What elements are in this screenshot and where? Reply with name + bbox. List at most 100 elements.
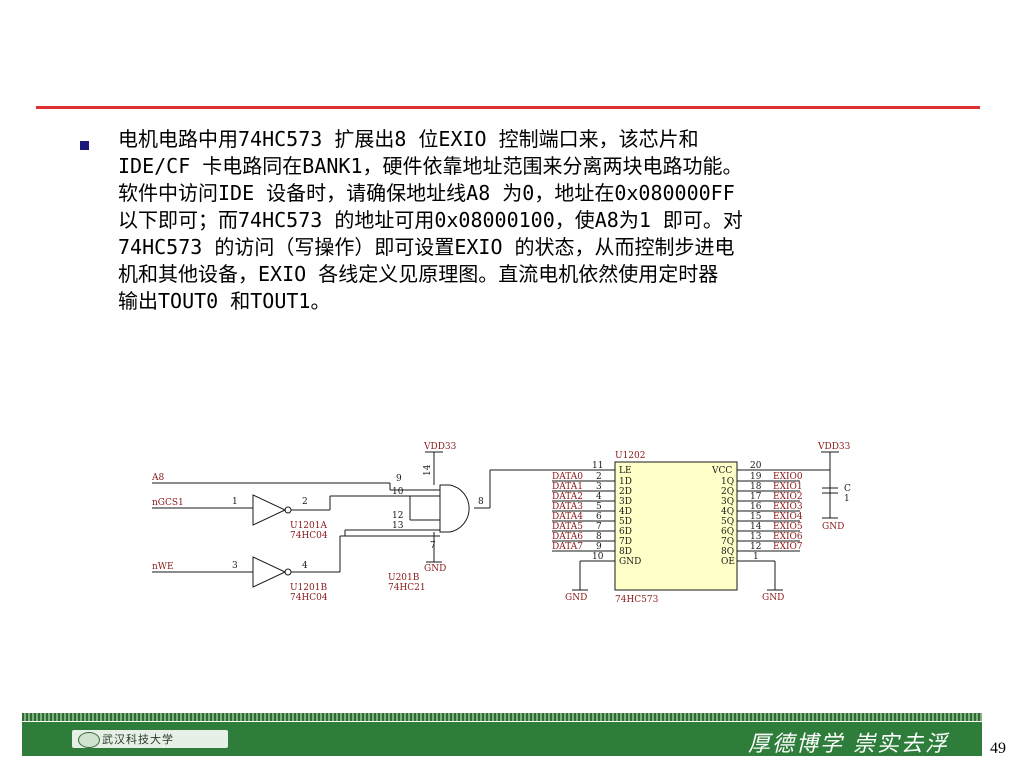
- chip-left-pins: LE 1D 2D 3D 4D 5D 6D 7D 8D GND: [619, 466, 641, 567]
- net-exio5: EXIO5: [773, 522, 803, 532]
- chip-num-14: 14: [750, 522, 762, 532]
- chip-num-15: 15: [750, 512, 762, 522]
- vdd-label-right: VDD33: [817, 442, 851, 452]
- chip-num-13: 13: [750, 532, 762, 542]
- chip-num-8: 8: [596, 532, 602, 542]
- chip-right-pins: VCC 1Q 2Q 3Q 4Q 5Q 6Q 7Q 8Q OE: [711, 466, 735, 567]
- net-exio2: EXIO2: [773, 492, 803, 502]
- chip-num-18: 18: [750, 482, 762, 492]
- net-data1: DATA1: [552, 482, 583, 492]
- nand-pin-7: 7: [430, 541, 436, 551]
- chip-num-20: 20: [750, 461, 762, 471]
- chip-num-9: 9: [596, 542, 602, 552]
- chip-num-11: 11: [592, 461, 603, 471]
- net-label-nwe: nWE: [152, 562, 174, 572]
- schematic-diagram: A8 nGCS1 nWE VDD33 GND VDD33 GND GND GND…: [151, 442, 851, 605]
- net-data5: DATA5: [552, 522, 583, 532]
- net-exio6: EXIO6: [773, 532, 803, 542]
- title-divider: [36, 106, 980, 109]
- nand-pin-13: 13: [392, 521, 404, 531]
- bullet-icon: [80, 141, 89, 150]
- chip-num-19: 19: [750, 472, 762, 482]
- chip-pin-4q: 4Q: [721, 507, 734, 517]
- chip-pin-7d: 7D: [619, 537, 632, 547]
- chip-num-10: 10: [592, 552, 604, 562]
- chip-pin-3q: 3Q: [721, 497, 734, 507]
- chip-pin-oe: OE: [721, 557, 735, 567]
- chip-pin-3d: 3D: [619, 497, 632, 507]
- chip-pin-7q: 7Q: [721, 537, 734, 547]
- gnd-label-chip-right: GND: [762, 593, 784, 603]
- chip-left-numbers: 11 2 3 4 5 6 7 8 9 10: [592, 461, 604, 562]
- net-label-ngcs1: nGCS1: [152, 498, 184, 508]
- nand-pin-14: 14: [423, 464, 433, 476]
- chip-num-6: 6: [596, 512, 602, 522]
- net-exio3: EXIO3: [773, 502, 803, 512]
- net-data7: DATA7: [552, 542, 583, 552]
- chip-pin-6q: 6Q: [721, 527, 734, 537]
- inv-a-label: U1201A: [290, 521, 327, 531]
- chip-pin-5q: 5Q: [721, 517, 734, 527]
- inv-a-out-pin: 2: [302, 497, 308, 507]
- cap-value: 1: [844, 494, 850, 504]
- chip-part: 74HC573: [615, 595, 659, 605]
- chip-num-3: 3: [596, 482, 602, 492]
- chip-num-5: 5: [596, 502, 602, 512]
- chip-label: U1202: [615, 451, 646, 461]
- chip-num-16: 16: [750, 502, 762, 512]
- chip-num-7: 7: [596, 522, 602, 532]
- university-emblem-icon: [78, 732, 100, 748]
- chip-right-numbers: 20 19 18 17 16 15 14 13 12 1: [750, 461, 762, 562]
- chip-pin-1q: 1Q: [721, 477, 734, 487]
- chip-num-12: 12: [750, 542, 761, 552]
- chip-pin-le: LE: [619, 466, 632, 476]
- nand-label: U201B: [388, 573, 420, 583]
- nand-pin-9: 9: [396, 474, 402, 484]
- data-net-labels: DATA0 DATA1 DATA2 DATA3 DATA4 DATA5 DATA…: [552, 472, 583, 552]
- net-data0: DATA0: [552, 472, 583, 482]
- nand-part: 74HC21: [388, 583, 426, 593]
- nand-pin-12: 12: [392, 511, 403, 521]
- inv-b-part: 74HC04: [290, 593, 328, 603]
- vdd-label-left: VDD33: [423, 442, 457, 452]
- body-paragraph: 电机电路中用74HC573 扩展出8 位EXIO 控制端口来，该芯片和 IDE/…: [118, 127, 743, 313]
- chip-pin-8q: 8Q: [721, 547, 734, 557]
- chip-num-1: 1: [753, 552, 759, 562]
- nand-pin-8: 8: [478, 497, 484, 507]
- gnd-label-nand: GND: [424, 564, 446, 574]
- exio-net-labels: EXIO0 EXIO1 EXIO2 EXIO3 EXIO4 EXIO5 EXIO…: [773, 472, 803, 552]
- inv-b-out-pin: 4: [302, 561, 308, 571]
- chip-num-17: 17: [750, 492, 762, 502]
- inv-b-in-pin: 3: [232, 561, 238, 571]
- chip-pin-2q: 2Q: [721, 487, 734, 497]
- net-exio0: EXIO0: [773, 472, 803, 482]
- net-data2: DATA2: [552, 492, 583, 502]
- net-exio1: EXIO1: [773, 482, 803, 492]
- page-number: 49: [990, 740, 1006, 757]
- chip-pin-4d: 4D: [619, 507, 632, 517]
- net-exio7: EXIO7: [773, 542, 803, 552]
- chip-pin-8d: 8D: [619, 547, 632, 557]
- chip-pin-6d: 6D: [619, 527, 632, 537]
- university-logo: [72, 730, 228, 748]
- gnd-label-cap: GND: [822, 522, 844, 532]
- chip-num-4: 4: [596, 492, 602, 502]
- inv-a-part: 74HC04: [290, 531, 328, 541]
- chip-pin-2d: 2D: [619, 487, 632, 497]
- inv-b-label: U1201B: [290, 583, 327, 593]
- cap-label: C: [844, 484, 851, 494]
- footer-stripe: [22, 713, 982, 721]
- inv-a-in-pin: 1: [232, 497, 238, 507]
- net-data6: DATA6: [552, 532, 583, 542]
- chip-pin-gnd: GND: [619, 557, 641, 567]
- chip-pin-5d: 5D: [619, 517, 632, 527]
- gnd-label-chip-left: GND: [565, 593, 587, 603]
- university-name: 武汉科技大学: [102, 733, 174, 746]
- chip-pin-1d: 1D: [619, 477, 632, 487]
- net-label-a8: A8: [151, 473, 164, 483]
- chip-num-2: 2: [596, 472, 602, 482]
- chip-pin-vcc: VCC: [711, 466, 732, 476]
- net-data4: DATA4: [552, 512, 583, 522]
- university-motto: 厚德博学 崇实去浮: [748, 732, 949, 757]
- net-data3: DATA3: [552, 502, 583, 512]
